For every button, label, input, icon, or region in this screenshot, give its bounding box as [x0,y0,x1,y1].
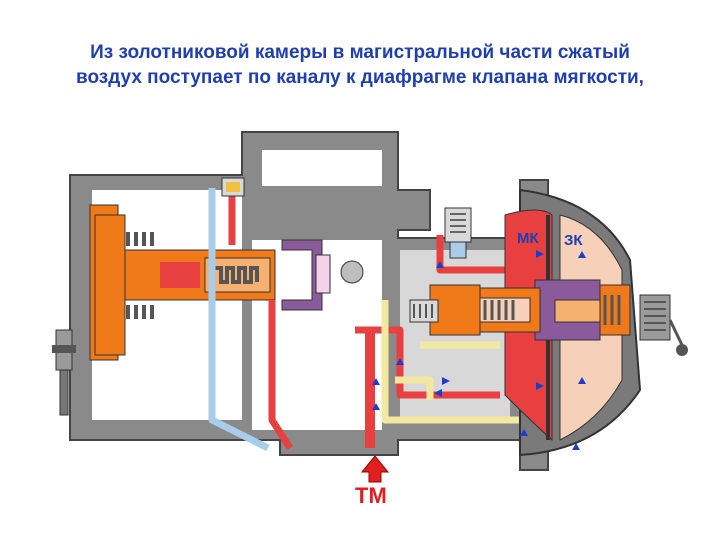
flow-arrow-icon [372,378,380,385]
softness-valve [409,284,481,336]
flow-arrow-icon [578,251,586,258]
flow-arrows [372,250,586,450]
flow-arrow-icon [442,377,450,385]
flow-arrow-icon [536,382,544,390]
flow-arrow-icon [572,443,580,450]
check-valve [281,239,364,311]
top-valve [221,177,472,259]
caption-line-1: Из золотниковой камеры в магистральной ч… [90,42,630,63]
flow-arrow-icon [434,389,442,397]
label-mk: МК [517,230,539,247]
flow-arrow-icon [520,429,528,436]
flow-arrow-icon [436,261,444,268]
right-cap [639,294,688,356]
caption-line-2: воздух поступает по каналу к диафрагме к… [76,67,644,88]
flow-arrow-icon [536,250,544,258]
valve-chamber-housing [469,188,642,457]
release-valve-stem [52,329,76,416]
main-piston-assembly [94,214,276,356]
channels [208,188,520,452]
flow-arrow-icon [578,377,586,384]
label-tm: ТМ [355,483,387,508]
tm-inlet-arrow-icon [360,455,390,483]
flow-arrow-icon [372,403,380,410]
label-zk: ЗК [564,232,583,249]
caption: Из золотниковой камеры в магистральной ч… [0,40,720,90]
flow-arrow-icon [396,358,404,365]
